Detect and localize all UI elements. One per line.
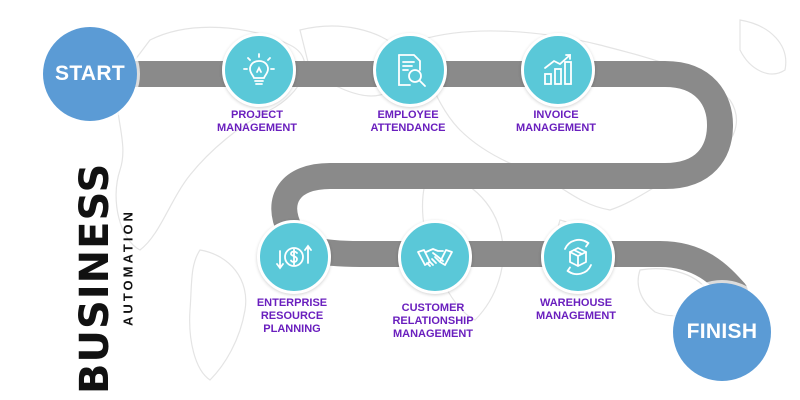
side-title: BUSINESS AUTOMATION: [52, 160, 142, 394]
step-customer-relationship-management: [398, 220, 472, 294]
start-label: START: [55, 62, 125, 85]
document-search-icon: [398, 54, 426, 87]
step-enterprise-resource-planning: [257, 220, 331, 294]
step-project-management: [222, 33, 296, 107]
step-invoice-management: [521, 33, 595, 107]
step-label-employee-attendance: EMPLOYEE ATTENDANCE: [370, 109, 446, 134]
step-label-customer-relationship-management: CUSTOMER RELATIONSHIP MANAGEMENT: [392, 302, 474, 340]
step-label-enterprise-resource-planning: ENTERPRISE RESOURCE PLANNING: [256, 297, 328, 335]
dollar-cycle-icon: [276, 244, 312, 270]
start-circle: START: [43, 27, 137, 121]
finish-circle: FINISH: [673, 283, 771, 381]
handshake-icon: [417, 248, 453, 267]
step-label-project-management: PROJECT MANAGEMENT: [216, 109, 298, 134]
step-label-invoice-management: INVOICE MANAGEMENT: [515, 109, 597, 134]
box-cycle-icon: [564, 238, 592, 276]
bar-chart-icon: [544, 54, 572, 85]
finish-label: FINISH: [686, 320, 758, 343]
step-employee-attendance: [373, 33, 447, 107]
lightbulb-icon: [243, 53, 275, 85]
title-sub: AUTOMATION: [120, 209, 136, 326]
step-warehouse-management: [541, 220, 615, 294]
step-label-warehouse-management: WAREHOUSE MANAGEMENT: [535, 297, 617, 322]
title-main: BUSINESS: [72, 162, 118, 394]
